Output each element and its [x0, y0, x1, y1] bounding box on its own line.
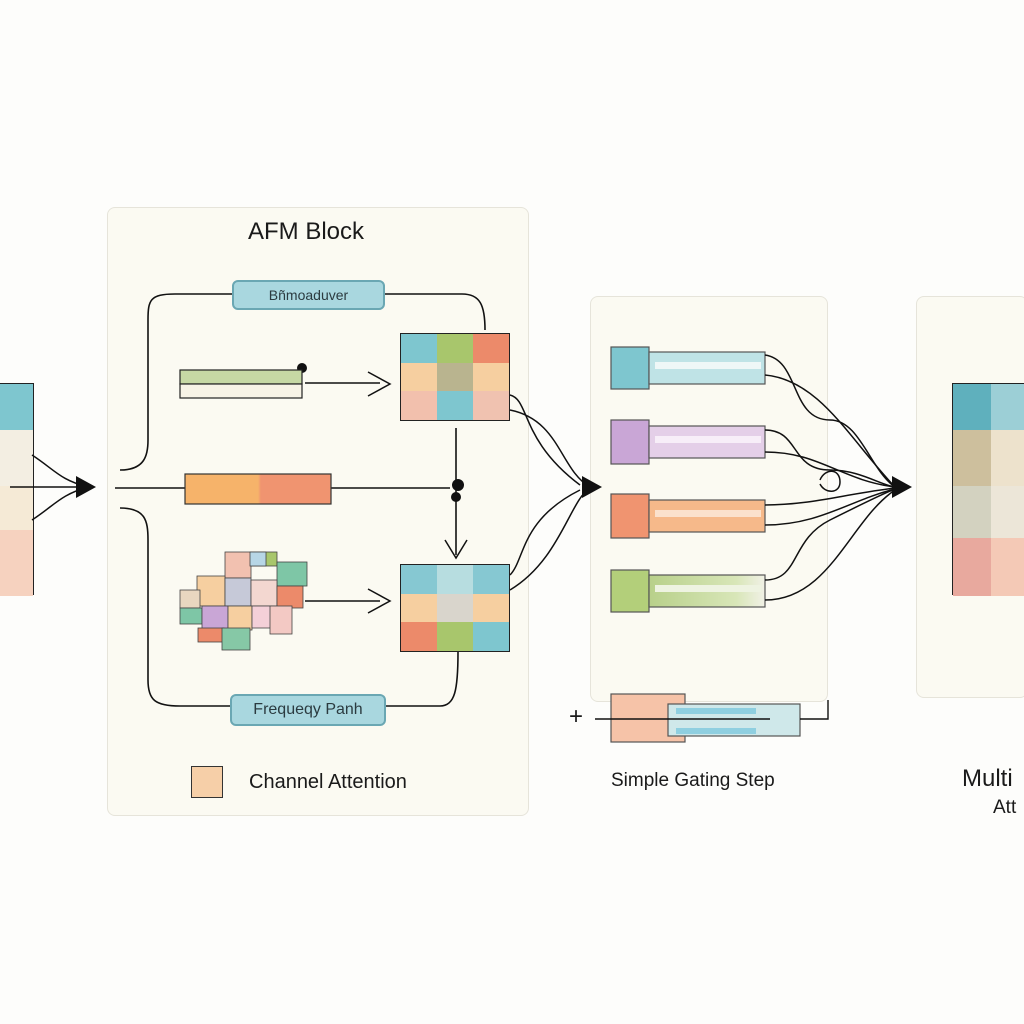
input-cell-light [0, 430, 33, 486]
grid-cell [437, 593, 473, 623]
grid-cell [953, 384, 991, 430]
top-path-pill: Bñmoaduver [232, 280, 385, 310]
grid-cell [953, 486, 991, 538]
afm-block-title: AFM Block [248, 218, 365, 245]
grid-cell [401, 593, 437, 623]
middle-orange-bar [184, 473, 332, 505]
grid-cell [473, 565, 509, 594]
bottom-path-pill: Frequeqy Panh [230, 694, 386, 726]
grid-cell [437, 362, 473, 392]
knot-icon [452, 479, 464, 491]
grid-cell [473, 334, 509, 363]
afm-top-right [385, 293, 486, 331]
multi-output-grid [952, 383, 1024, 596]
grid-cell [401, 391, 437, 420]
grid-cell [473, 593, 509, 623]
multi-title-line1: Multi [962, 765, 1013, 792]
gating-bars [610, 346, 766, 613]
grid-cell [473, 622, 509, 651]
top-strip [179, 369, 303, 399]
arrow-head-icon [444, 539, 468, 560]
afm-to-gating [509, 394, 591, 591]
knot-icon [451, 492, 461, 502]
grid-cell [437, 334, 473, 363]
afm-top-branch [119, 293, 232, 471]
multi-title-line2: Att [993, 797, 1017, 818]
arrow-head-icon [367, 371, 392, 397]
grid-cell [990, 538, 1024, 596]
input-cell-peach [0, 530, 33, 596]
mosaic-cluster [179, 551, 308, 651]
plus-icon: + [569, 703, 584, 730]
gating-bar-lavender [610, 419, 766, 465]
gating-title: Simple Gating Step [611, 770, 775, 791]
arrow-head-icon [892, 476, 912, 498]
swatch-icon [191, 766, 223, 798]
afm-bottom-grid [400, 564, 510, 652]
afm-arrowheads [367, 371, 468, 614]
input-cell-cream [0, 486, 33, 530]
gating-to-multi [764, 354, 896, 601]
input-cell-teal [0, 384, 33, 430]
gating-bar-green [610, 569, 766, 613]
grid-cell [437, 391, 473, 420]
arrow-head-icon [367, 588, 392, 614]
gating-bar-coral [610, 493, 766, 539]
afm-top-grid [400, 333, 510, 421]
grid-cell [401, 362, 437, 392]
grid-cell [401, 334, 437, 363]
grid-cell [953, 430, 991, 486]
input-feature-block [0, 383, 34, 596]
arrow-head-icon [76, 476, 96, 498]
grid-cell [473, 362, 509, 392]
grid-cell [990, 384, 1024, 430]
grid-cell [990, 486, 1024, 538]
legend-label: Channel Attention [249, 771, 407, 793]
grid-cell [953, 538, 991, 596]
grid-cell [401, 622, 437, 651]
afm-lines [115, 293, 486, 707]
arrow-head-icon [582, 476, 602, 498]
top-path-label: Bñmoaduver [268, 287, 349, 303]
afm-bottom-branch [119, 507, 230, 707]
grid-cell [437, 622, 473, 651]
grid-cell [401, 565, 437, 594]
afm-bottom-right [386, 651, 459, 707]
gating-bar-teal [610, 346, 766, 390]
grid-cell [473, 391, 509, 420]
grid-cell [437, 565, 473, 594]
bottom-path-label: Frequeqy Panh [253, 701, 363, 718]
residual-lines [595, 700, 829, 720]
grid-cell [990, 430, 1024, 486]
gating-residual [610, 693, 801, 743]
